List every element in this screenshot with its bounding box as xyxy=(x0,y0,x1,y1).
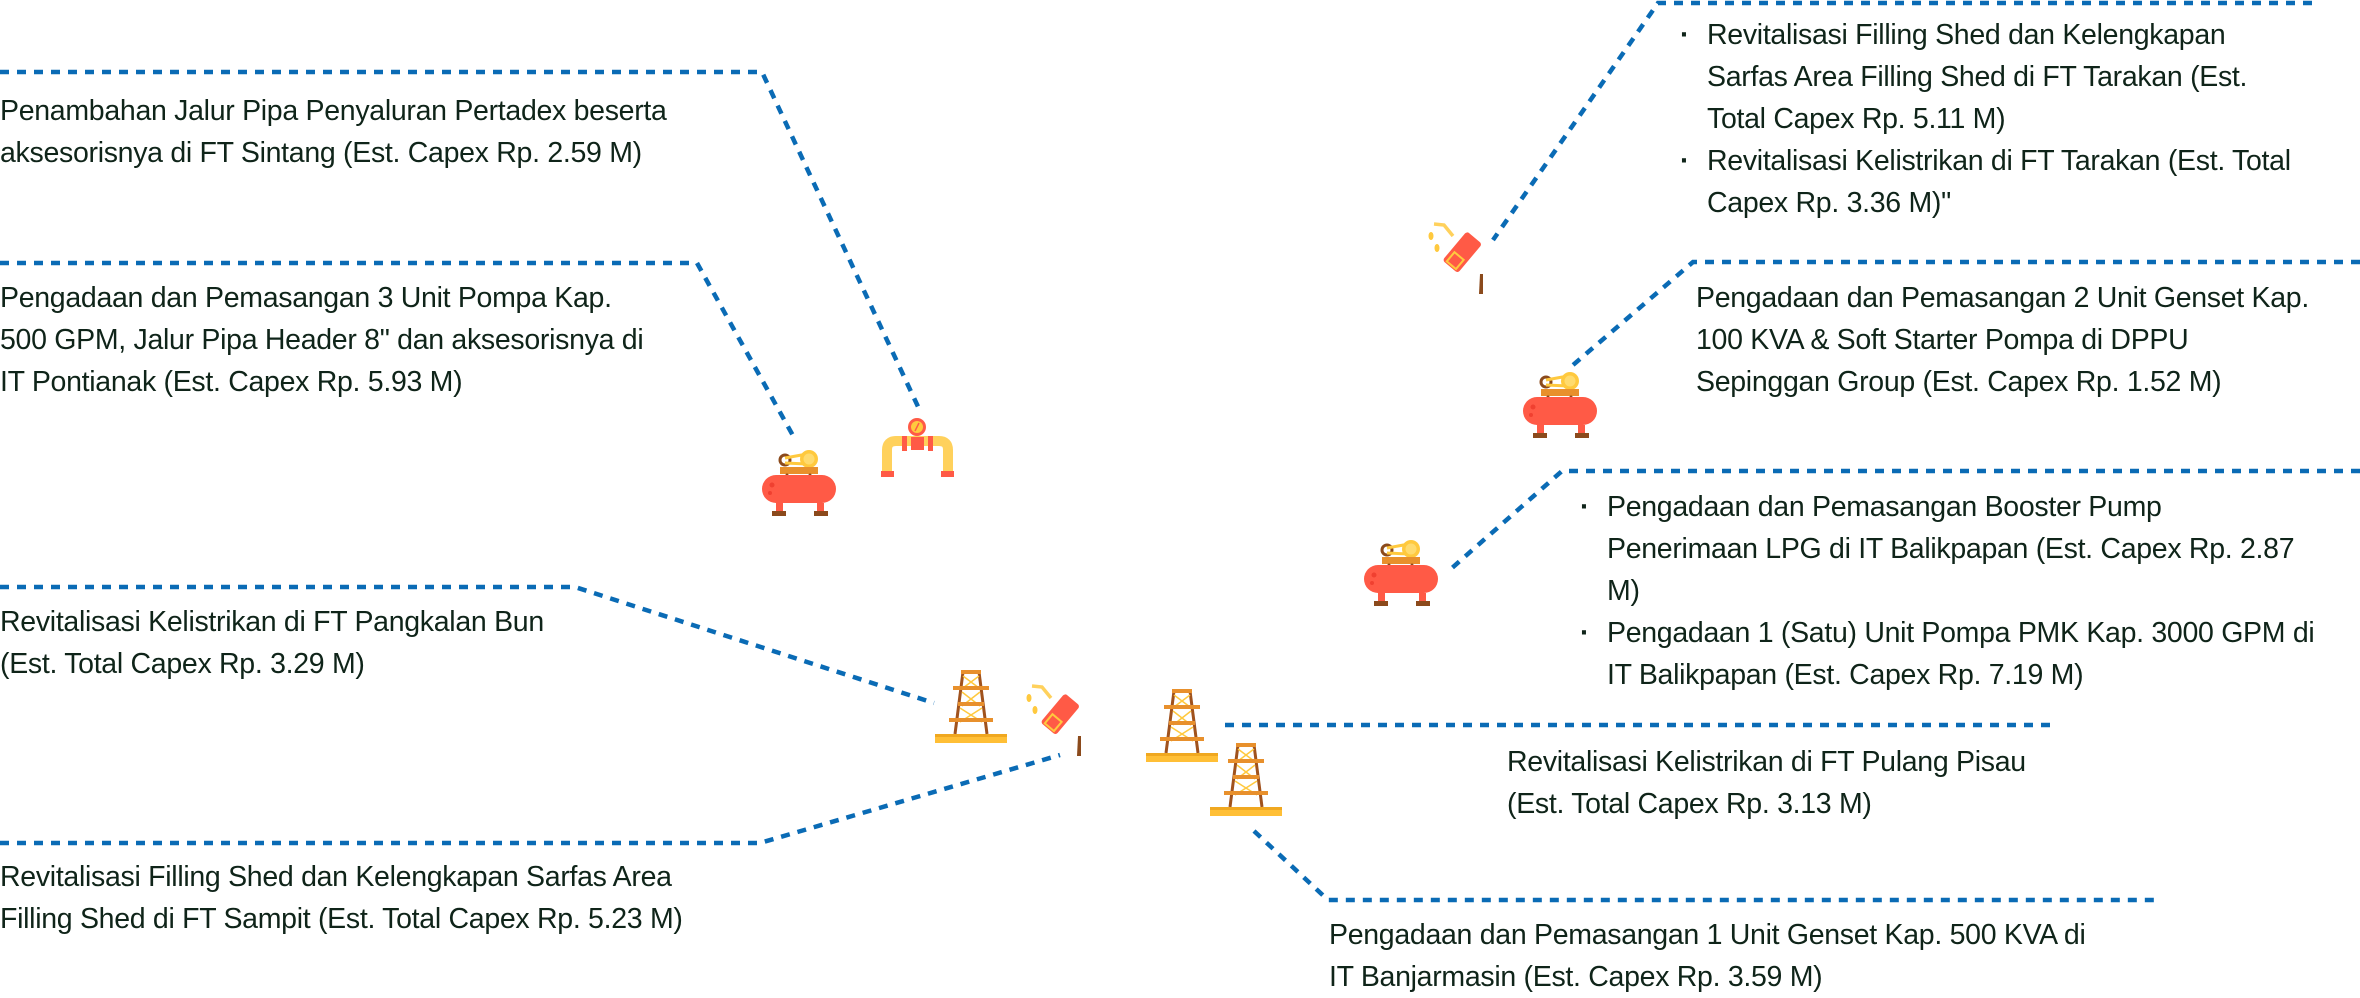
bullet-item: Revitalisasi Kelistrikan di FT Tarakan (… xyxy=(1680,140,2291,224)
label-line: Revitalisasi Kelistrikan di FT Tarakan (… xyxy=(1707,145,2291,177)
air-compressor-icon xyxy=(1362,538,1440,610)
label-line: IT Pontianak (Est. Capex Rp. 5.93 M) xyxy=(0,366,463,398)
label-tarakan: Revitalisasi Filling Shed dan Kelengkapa… xyxy=(1680,14,2291,224)
label-line: Revitalisasi Kelistrikan di FT Pulang Pi… xyxy=(1507,746,2026,778)
label-line: Filling Shed di FT Sampit (Est. Total Ca… xyxy=(0,903,683,935)
label-sintang: Penambahan Jalur Pipa Penyaluran Pertade… xyxy=(0,90,667,174)
leader-line-tarakan xyxy=(1491,0,2312,242)
label-line: 100 KVA & Soft Starter Pompa di DPPU xyxy=(1696,324,2189,356)
power-tower-icon xyxy=(1146,689,1218,763)
label-line: aksesorisnya di FT Sintang (Est. Capex R… xyxy=(0,137,642,169)
label-balikpapan: Pengadaan dan Pemasangan Booster Pump Pe… xyxy=(1580,486,2315,696)
label-line: Pengadaan 1 (Satu) Unit Pompa PMK Kap. 3… xyxy=(1607,617,2315,649)
label-line: M) xyxy=(1607,575,1640,607)
leader-line-pangkalan-bun xyxy=(0,584,935,706)
label-line: Revitalisasi Filling Shed dan Kelengkapa… xyxy=(0,861,672,893)
air-compressor-icon xyxy=(760,448,838,520)
label-line: Pengadaan dan Pemasangan 1 Unit Genset K… xyxy=(1329,919,2086,951)
leader-line-sepinggan xyxy=(1571,259,2360,367)
label-line: 500 GPM, Jalur Pipa Header 8" dan akseso… xyxy=(0,324,644,356)
fuel-nozzle-icon xyxy=(1428,222,1496,296)
bullet-list: Revitalisasi Filling Shed dan Kelengkapa… xyxy=(1680,14,2291,224)
pipeline-gauge-icon xyxy=(881,416,954,482)
label-line: (Est. Total Capex Rp. 3.13 M) xyxy=(1507,788,1872,820)
label-line: Revitalisasi Filling Shed dan Kelengkapa… xyxy=(1707,19,2226,51)
label-line: IT Balikpapan (Est. Capex Rp. 7.19 M) xyxy=(1607,659,2084,691)
air-compressor-icon xyxy=(1521,370,1599,442)
bullet-list: Pengadaan dan Pemasangan Booster Pump Pe… xyxy=(1580,486,2315,696)
label-banjarmasin: Pengadaan dan Pemasangan 1 Unit Genset K… xyxy=(1329,914,2086,998)
power-tower-icon xyxy=(935,670,1007,744)
label-pontianak: Pengadaan dan Pemasangan 3 Unit Pompa Ka… xyxy=(0,277,644,403)
leader-line-banjarmasin xyxy=(1252,829,2160,903)
label-line: (Est. Total Capex Rp. 3.29 M) xyxy=(0,648,365,680)
label-line: Revitalisasi Kelistrikan di FT Pangkalan… xyxy=(0,606,544,638)
bullet-item: Pengadaan dan Pemasangan Booster Pump Pe… xyxy=(1580,486,2314,612)
label-line: Penerimaan LPG di IT Balikpapan (Est. Ca… xyxy=(1607,533,2295,565)
power-tower-icon xyxy=(1210,743,1282,817)
label-line: Penambahan Jalur Pipa Penyaluran Pertade… xyxy=(0,95,667,127)
bullet-item: Revitalisasi Filling Shed dan Kelengkapa… xyxy=(1680,14,2291,140)
leader-line-pontianak xyxy=(0,260,798,443)
label-pangkalan-bun: Revitalisasi Kelistrikan di FT Pangkalan… xyxy=(0,601,544,685)
label-line: Total Capex Rp. 5.11 M) xyxy=(1707,103,2006,135)
label-line: Pengadaan dan Pemasangan 2 Unit Genset K… xyxy=(1696,282,2309,314)
label-line: Capex Rp. 3.36 M)" xyxy=(1707,187,1951,219)
label-line: Sarfas Area Filling Shed di FT Tarakan (… xyxy=(1707,61,2248,93)
leader-line-sampit xyxy=(0,752,1061,846)
label-pulang-pisau: Revitalisasi Kelistrikan di FT Pulang Pi… xyxy=(1507,741,2026,825)
label-line: IT Banjarmasin (Est. Capex Rp. 3.59 M) xyxy=(1329,961,1823,993)
bullet-item: Pengadaan 1 (Satu) Unit Pompa PMK Kap. 3… xyxy=(1580,612,2315,696)
label-line: Pengadaan dan Pemasangan Booster Pump xyxy=(1607,491,2162,523)
label-line: Sepinggan Group (Est. Capex Rp. 1.52 M) xyxy=(1696,366,2222,398)
label-sepinggan: Pengadaan dan Pemasangan 2 Unit Genset K… xyxy=(1696,277,2309,403)
label-line: Pengadaan dan Pemasangan 3 Unit Pompa Ka… xyxy=(0,282,612,314)
label-sampit: Revitalisasi Filling Shed dan Kelengkapa… xyxy=(0,856,683,940)
fuel-nozzle-icon xyxy=(1026,684,1094,758)
